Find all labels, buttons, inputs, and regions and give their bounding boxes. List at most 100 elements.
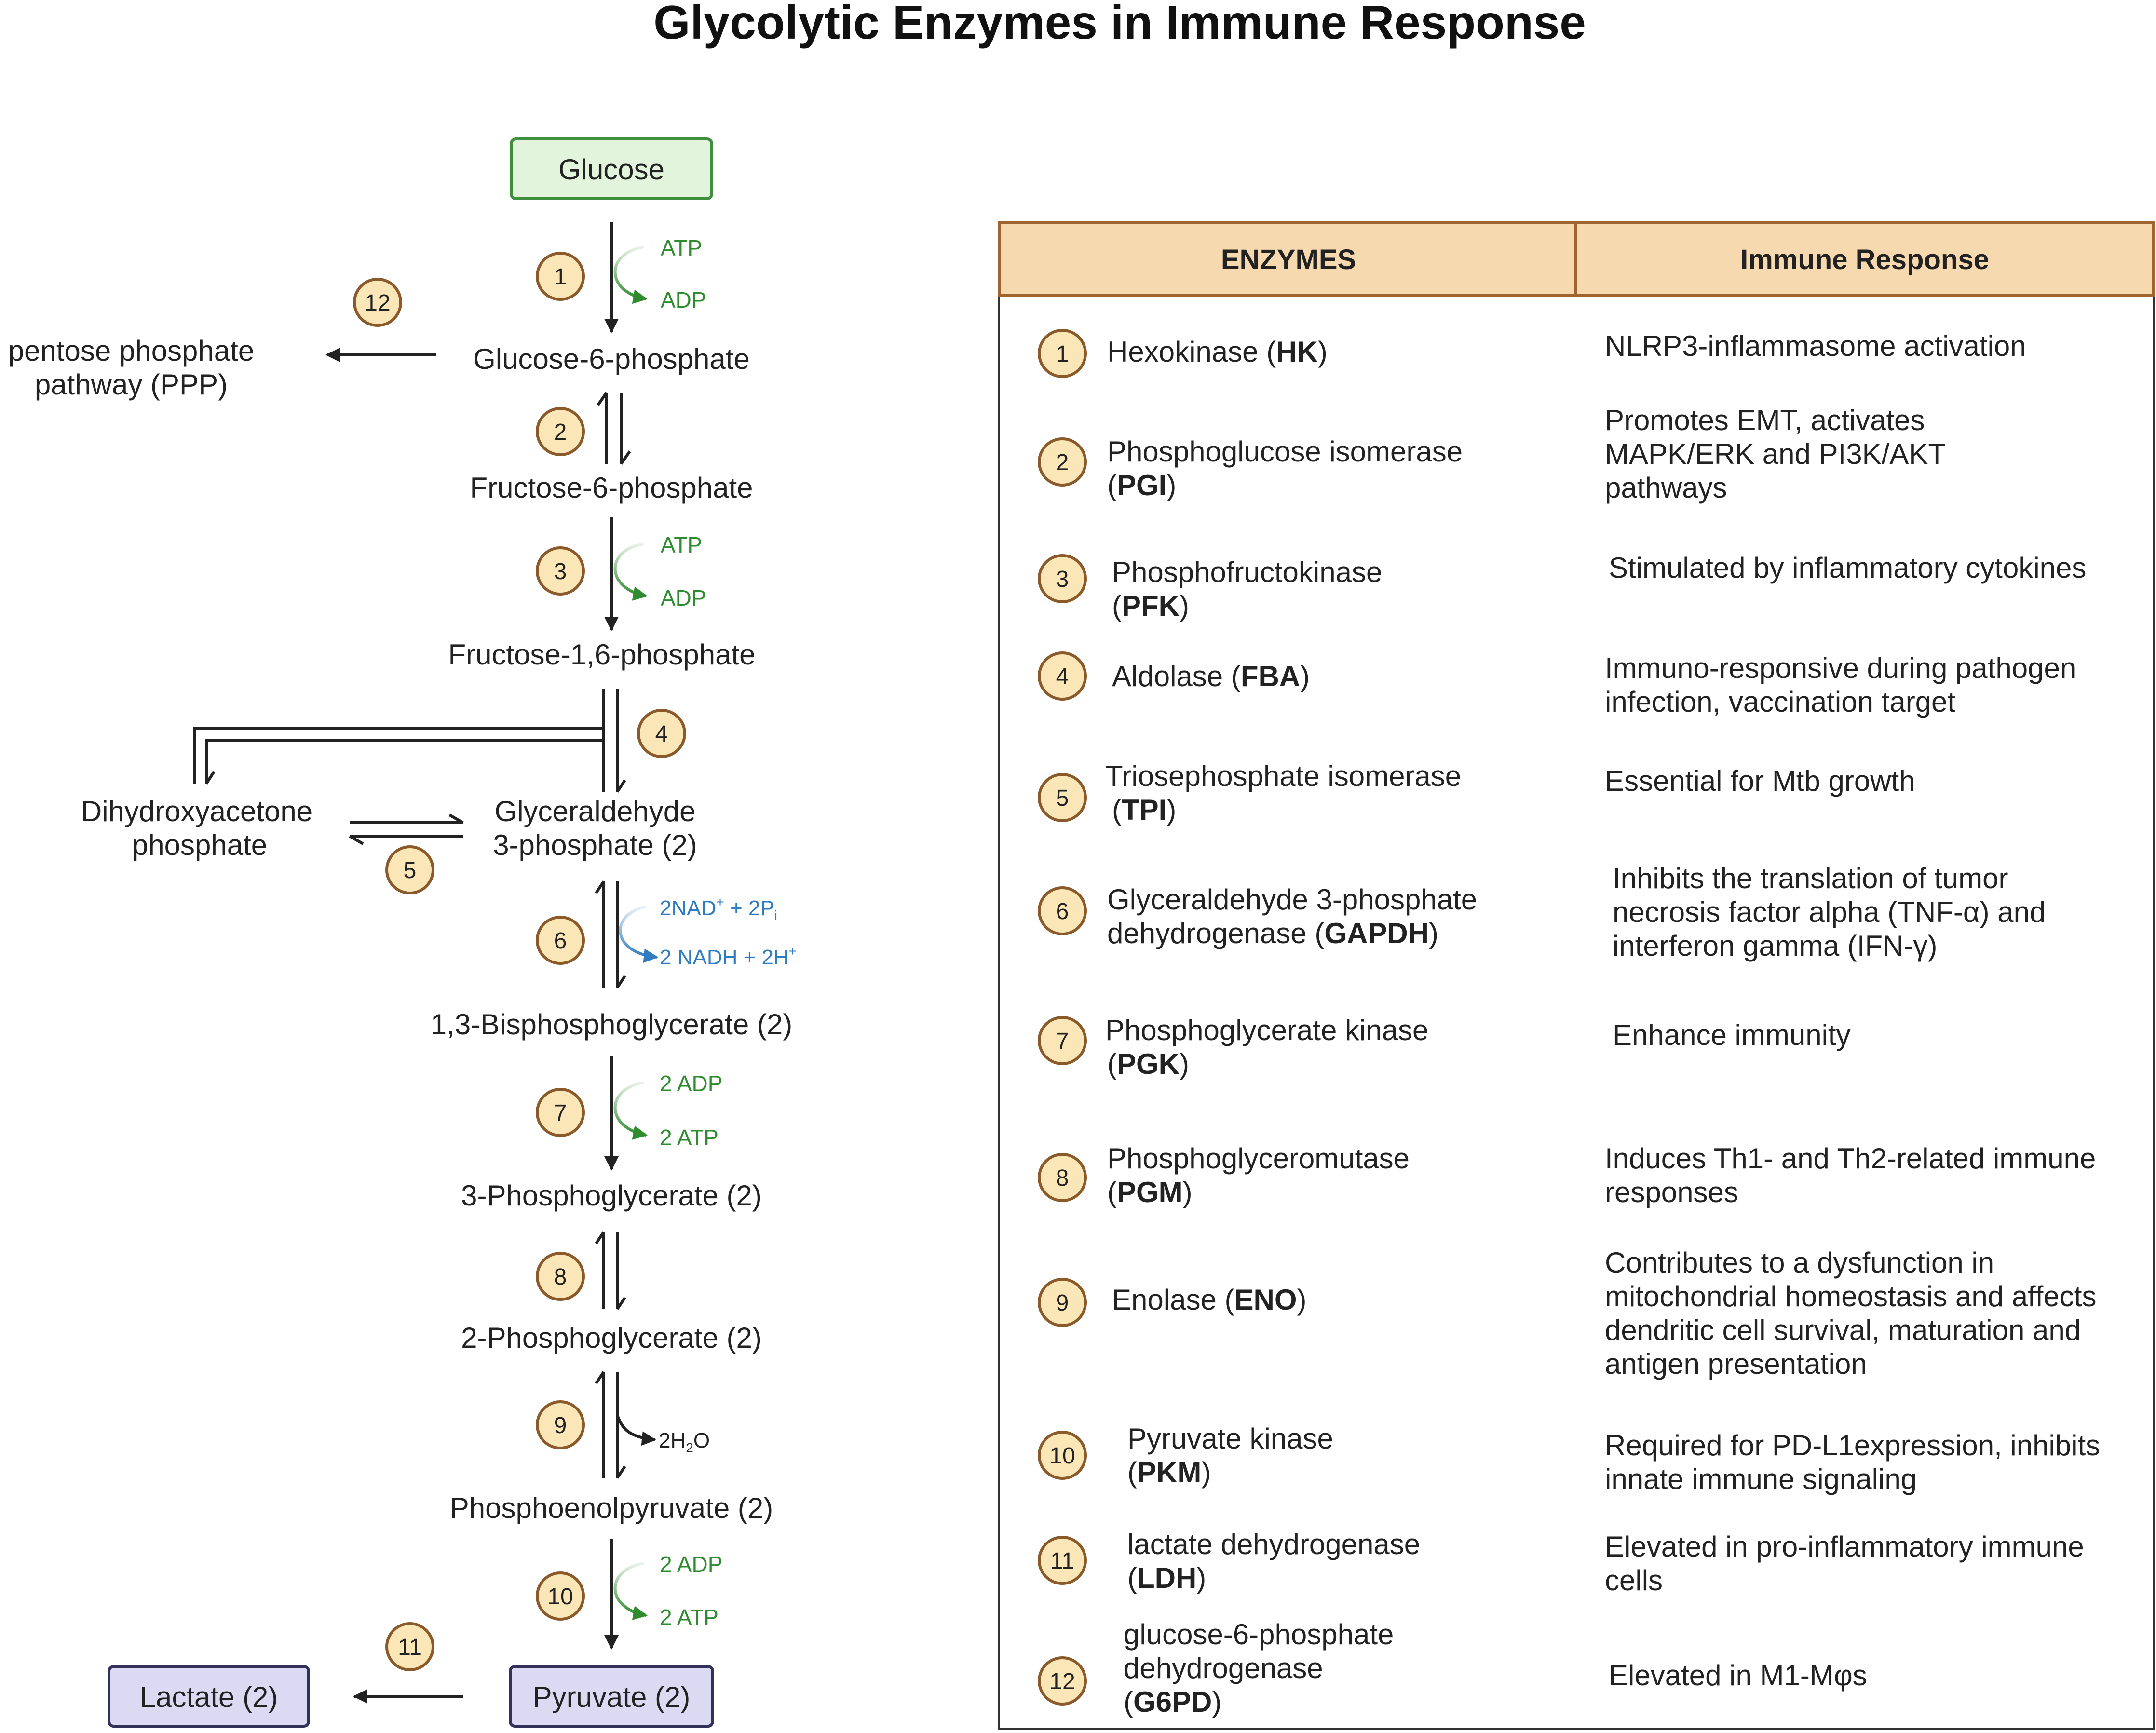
- glucose-box: [510, 137, 713, 200]
- svg-text:4: 4: [1056, 664, 1069, 690]
- svg-text:Essential for Mtb growth: Essential for Mtb growth: [1605, 765, 1915, 797]
- table-header-enzymes: [998, 221, 1577, 297]
- svg-text:Promotes EMT, activates: Promotes EMT, activates: [1605, 404, 1925, 436]
- dhap-label-line1: Dihydroxyacetone: [81, 795, 312, 827]
- cofactor-adp-1: ADP: [661, 287, 706, 312]
- cofactor-nad: 2NAD+ + 2Pi: [660, 894, 777, 923]
- f6p-label: Fructose-6-phosphate: [470, 472, 753, 504]
- svg-text:Triosephosphate isomerase: Triosephosphate isomerase: [1105, 760, 1461, 792]
- svg-text:pathways: pathways: [1605, 472, 1727, 504]
- cofactor-adp-7: 2 ADP: [660, 1071, 722, 1096]
- cofactor-adp-3: ADP: [661, 585, 706, 610]
- svg-text:(PGM): (PGM): [1107, 1176, 1193, 1208]
- svg-text:Immuno-responsive during patho: Immuno-responsive during pathogen: [1605, 652, 2076, 684]
- svg-text:1: 1: [1056, 341, 1069, 367]
- svg-text:7: 7: [554, 1100, 567, 1126]
- cofactor-atp-1: ATP: [661, 235, 702, 260]
- svg-text:8: 8: [1056, 1165, 1069, 1191]
- svg-text:(LDH): (LDH): [1127, 1562, 1206, 1594]
- table-row: 1 Hexokinase (HK) NLRP3-inflammasome act…: [1038, 329, 2026, 378]
- svg-text:Phosphoglucose isomerase: Phosphoglucose isomerase: [1107, 435, 1463, 468]
- svg-text:necrosis factor alpha (TNF-α): necrosis factor alpha (TNF-α) and: [1613, 896, 2046, 928]
- table-row: 11 lactate dehydrogenase (LDH) Elevated …: [1038, 1528, 2084, 1597]
- pyruvate-box: [509, 1665, 714, 1728]
- svg-text:10: 10: [1049, 1443, 1075, 1469]
- svg-text:Enolase (ENO): Enolase (ENO): [1112, 1284, 1307, 1316]
- table-row: 2 Phosphoglucose isomerase (PGI) Promote…: [1038, 404, 1946, 504]
- table-row: 3 Phosphofructokinase (PFK) Stimulated b…: [1038, 552, 2086, 622]
- svg-text:12: 12: [1049, 1669, 1075, 1694]
- svg-text:responses: responses: [1605, 1176, 1738, 1208]
- svg-text:5: 5: [1056, 785, 1069, 811]
- ppp-label-line2: pathway (PPP): [35, 368, 228, 401]
- dhap-label-line2: phosphate: [132, 829, 267, 861]
- svg-text:6: 6: [1056, 899, 1069, 924]
- svg-text:Enhance immunity: Enhance immunity: [1613, 1019, 1851, 1051]
- svg-text:(PGK): (PGK): [1107, 1048, 1189, 1080]
- step-badge-6: 6: [536, 916, 585, 965]
- lactate-label: Lactate (2): [140, 1681, 278, 1713]
- svg-text:Elevated in M1-Mφs: Elevated in M1-Mφs: [1609, 1659, 1867, 1692]
- table-row: 7 Phosphoglycerate kinase (PGK) Enhance …: [1038, 1014, 1851, 1080]
- cofactor-curve-10: [613, 1562, 648, 1621]
- step-badge-3: 3: [536, 546, 585, 596]
- g3p-label-line1: Glyceraldehyde: [495, 795, 696, 827]
- water-curve-9: [616, 1414, 656, 1446]
- aldolase-split-arrow: [193, 689, 626, 793]
- cofactor-atp-7: 2 ATP: [660, 1125, 719, 1150]
- svg-text:10: 10: [547, 1584, 573, 1610]
- reversible-arrow-9: [595, 1371, 626, 1479]
- svg-text:lactate dehydrogenase: lactate dehydrogenase: [1127, 1528, 1420, 1560]
- svg-text:glucose-6-phosphate: glucose-6-phosphate: [1124, 1618, 1394, 1651]
- svg-text:dendritic cell survival, matur: dendritic cell survival, maturation and: [1605, 1314, 2081, 1346]
- table-row: 12 glucose-6-phosphate dehydrogenase (G6…: [1038, 1618, 1867, 1718]
- svg-text:Inhibits the translation of tu: Inhibits the translation of tumor: [1613, 862, 2008, 894]
- cofactor-curve-1: [613, 245, 648, 304]
- svg-text:(PGI): (PGI): [1107, 469, 1176, 501]
- cofactor-curve-6: [619, 905, 658, 963]
- svg-text:11: 11: [1050, 1548, 1074, 1574]
- cofactor-adp-10: 2 ADP: [660, 1552, 722, 1577]
- step-badge-5: 5: [385, 845, 434, 894]
- svg-text:infection, vaccination target: infection, vaccination target: [1605, 686, 1955, 718]
- svg-text:interferon gamma (IFN-γ): interferon gamma (IFN-γ): [1613, 930, 1937, 962]
- svg-text:5: 5: [404, 858, 417, 883]
- svg-text:(G6PD): (G6PD): [1124, 1686, 1221, 1718]
- g6p-label: Glucose-6-phosphate: [473, 343, 750, 375]
- svg-text:Glyceraldehyde 3-phosphate: Glyceraldehyde 3-phosphate: [1107, 883, 1477, 916]
- figure-title: Glycolytic Enzymes in Immune Response: [653, 0, 1586, 49]
- f16p-label: Fructose-1,6-phosphate: [448, 638, 755, 671]
- svg-text:4: 4: [655, 721, 668, 747]
- pyruvate-label: Pyruvate (2): [533, 1681, 691, 1713]
- svg-text:(TPI): (TPI): [1112, 794, 1176, 826]
- svg-text:3: 3: [1056, 567, 1069, 592]
- svg-text:MAPK/ERK and PI3K/AKT: MAPK/ERK and PI3K/AKT: [1605, 438, 1946, 470]
- svg-text:9: 9: [554, 1413, 567, 1438]
- svg-text:8: 8: [554, 1264, 567, 1290]
- svg-text:Hexokinase (HK): Hexokinase (HK): [1107, 336, 1328, 368]
- step-badge-4: 4: [637, 709, 686, 758]
- svg-text:dehydrogenase (GAPDH): dehydrogenase (GAPDH): [1107, 917, 1438, 949]
- table-row: 10 Pyruvate kinase (PKM) Required for PD…: [1038, 1422, 2100, 1495]
- svg-text:Phosphoglyceromutase: Phosphoglyceromutase: [1107, 1142, 1410, 1175]
- table-header-response: [1574, 221, 2155, 297]
- table-row: 4 Aldolase (FBA) Immuno-responsive durin…: [1038, 651, 2076, 718]
- cofactor-curve-3: [613, 542, 648, 601]
- svg-text:7: 7: [1056, 1029, 1069, 1054]
- cofactor-atp-3: ATP: [661, 532, 702, 557]
- svg-text:Required for PD-L1expression,: Required for PD-L1expression, inhibits: [1605, 1429, 2100, 1462]
- table-row: 9 Enolase (ENO) Contributes to a dysfunc…: [1038, 1246, 2096, 1380]
- enzyme-table: ENZYMES Immune Response 1 Hexokinase (HK…: [998, 221, 2155, 1730]
- svg-text:2: 2: [1056, 450, 1069, 475]
- ppp-label-line1: pentose phosphate: [8, 335, 254, 367]
- glycolysis-pathway: Glucose ATP ADP 1 Glucose-6-phosphate pe…: [8, 137, 797, 1728]
- step-badge-10: 10: [536, 1571, 585, 1621]
- svg-text:(PKM): (PKM): [1127, 1456, 1211, 1489]
- svg-text:3: 3: [554, 559, 567, 584]
- bpg-label: 1,3-Bisphosphoglycerate (2): [431, 1008, 792, 1041]
- water-label: 2H2O: [659, 1429, 710, 1455]
- table-border: [998, 222, 2155, 1730]
- header-response-label: Immune Response: [1740, 244, 1989, 275]
- svg-text:Induces Th1- and Th2-related i: Induces Th1- and Th2-related immune: [1605, 1142, 2096, 1175]
- reversible-arrow-5: [349, 813, 464, 845]
